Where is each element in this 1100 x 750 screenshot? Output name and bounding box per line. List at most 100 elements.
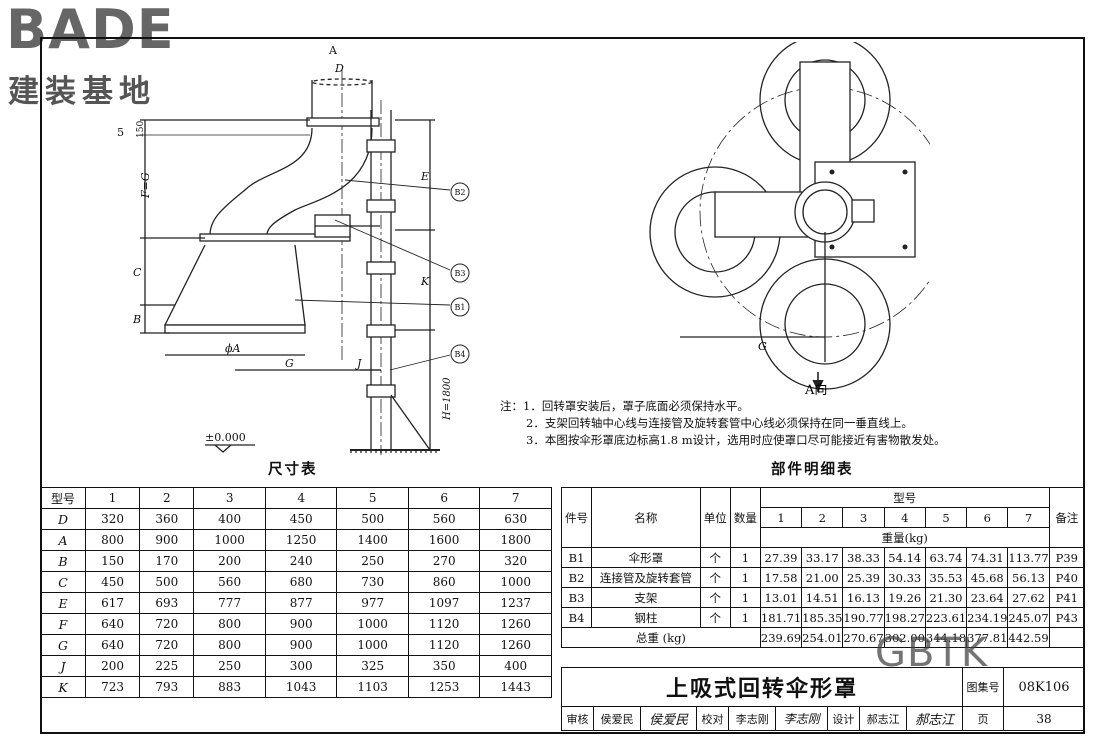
table-cell: 730 xyxy=(336,571,409,593)
header-cell: 7 xyxy=(1007,507,1050,528)
table-cell: 800 xyxy=(193,634,266,656)
atlas-number: 08K106 xyxy=(1003,667,1085,707)
label-B: B xyxy=(132,313,141,326)
row-label: C xyxy=(40,571,86,593)
table-cell: 270 xyxy=(407,550,481,572)
table-cell: 900 xyxy=(139,529,195,551)
note-3: 3．本图按伞形罩底边标高1.8 m设计，选用时应使罩口尽可能接近有害物散发处。 xyxy=(526,433,946,447)
table-cell: 14.51 xyxy=(801,587,844,608)
drawing-frame xyxy=(40,37,1085,734)
table-cell: 1260 xyxy=(479,634,552,656)
note-1: 注：1．回转罩安装后，罩子底面必须保持水平。 xyxy=(500,399,749,413)
table-cell: 1260 xyxy=(479,613,552,635)
table-cell: 225 xyxy=(139,655,195,677)
label-A-arrow: A xyxy=(328,44,338,57)
table-cell: 245.07 xyxy=(1007,607,1050,628)
brand-subtitle: 建装基地 xyxy=(8,74,156,110)
table-cell: 1400 xyxy=(336,529,409,551)
header-cell: 6 xyxy=(407,487,481,509)
table-cell: 27.39 xyxy=(759,547,803,568)
table-cell: 1043 xyxy=(264,676,338,698)
header-cell: 3 xyxy=(193,487,266,509)
item-cell: B2 xyxy=(560,567,593,588)
table-cell: 630 xyxy=(479,508,552,530)
total-cell: 442.59 xyxy=(1007,627,1050,648)
label-E: E xyxy=(420,170,429,183)
row-label: E xyxy=(40,592,86,614)
table-cell: 33.17 xyxy=(801,547,844,568)
table-cell: 30.33 xyxy=(883,567,926,588)
table-cell: 27.62 xyxy=(1007,587,1050,608)
label-zero-level: ±0.000 xyxy=(205,431,246,444)
row-label: K xyxy=(40,676,86,698)
row-label: J xyxy=(40,655,86,677)
table-cell: 25.39 xyxy=(842,567,885,588)
header-model: 型号 xyxy=(759,487,1050,508)
item-cell: B1 xyxy=(560,547,593,568)
label-FG: F=G xyxy=(139,172,152,199)
row-label: A xyxy=(40,529,86,551)
table-cell: 400 xyxy=(193,508,266,530)
table-header-row: 型号 1 2 3 4 5 6 7 xyxy=(40,487,552,509)
table-cell: 16.13 xyxy=(842,587,885,608)
parts-table-caption: 部件明细表 xyxy=(771,461,854,478)
total-cell: 270.67 xyxy=(842,627,885,648)
atlas-label: 图集号 xyxy=(962,667,1004,707)
unit-cell: 个 xyxy=(699,607,731,628)
review-signature: 侯爱民 xyxy=(640,706,698,731)
table-cell: 883 xyxy=(193,676,266,698)
header-cell: 6 xyxy=(966,507,1009,528)
callout-B2: B2 xyxy=(455,188,466,197)
qty-cell: 1 xyxy=(729,607,761,628)
header-name: 名称 xyxy=(591,487,701,548)
watermark-text: GBTK xyxy=(875,630,989,676)
header-item: 件号 xyxy=(560,487,593,548)
total-cell: 377.81 xyxy=(966,627,1009,648)
table-cell: 21.00 xyxy=(801,567,844,588)
table-cell: 170 xyxy=(139,550,195,572)
table-cell: 200 xyxy=(193,550,266,572)
parts-table: 件号 名称 单位 数量 型号 备注 1 2 3 4 5 6 7 重量(kg) B… xyxy=(560,487,1086,648)
note-cell: P39 xyxy=(1048,547,1086,568)
table-cell: 63.74 xyxy=(924,547,968,568)
table-cell: 793 xyxy=(139,676,195,698)
table-cell: 23.64 xyxy=(966,587,1009,608)
header-weight: 重量(kg) xyxy=(759,527,1050,548)
table-cell: 350 xyxy=(407,655,481,677)
table-cell: 181.71 xyxy=(759,607,803,628)
table-cell: 185.35 xyxy=(801,607,844,628)
header-cell: 5 xyxy=(924,507,968,528)
table-cell: 35.53 xyxy=(924,567,968,588)
item-cell: B3 xyxy=(560,587,593,608)
header-cell: 7 xyxy=(479,487,552,509)
table-cell: 1600 xyxy=(407,529,481,551)
qty-cell: 1 xyxy=(729,587,761,608)
label-D: D xyxy=(334,62,344,75)
header-cell: 1 xyxy=(84,487,141,509)
table-cell: 1443 xyxy=(479,676,552,698)
table-cell: 450 xyxy=(84,571,141,593)
table-cell: 720 xyxy=(139,634,195,656)
check-label: 校对 xyxy=(696,706,730,731)
table-cell: 360 xyxy=(139,508,195,530)
header-qty: 数量 xyxy=(729,487,761,548)
table-cell: 877 xyxy=(264,592,338,614)
table-cell: 198.27 xyxy=(883,607,926,628)
table-cell: 45.68 xyxy=(966,567,1009,588)
header-cell: 4 xyxy=(264,487,338,509)
table-cell: 1097 xyxy=(407,592,481,614)
callout-B3: B3 xyxy=(455,269,466,278)
total-cell: 239.69 xyxy=(759,627,803,648)
header-cell: 2 xyxy=(139,487,195,509)
table-cell: 1120 xyxy=(407,613,481,635)
table-cell: 1253 xyxy=(407,676,481,698)
table-cell: 977 xyxy=(336,592,409,614)
